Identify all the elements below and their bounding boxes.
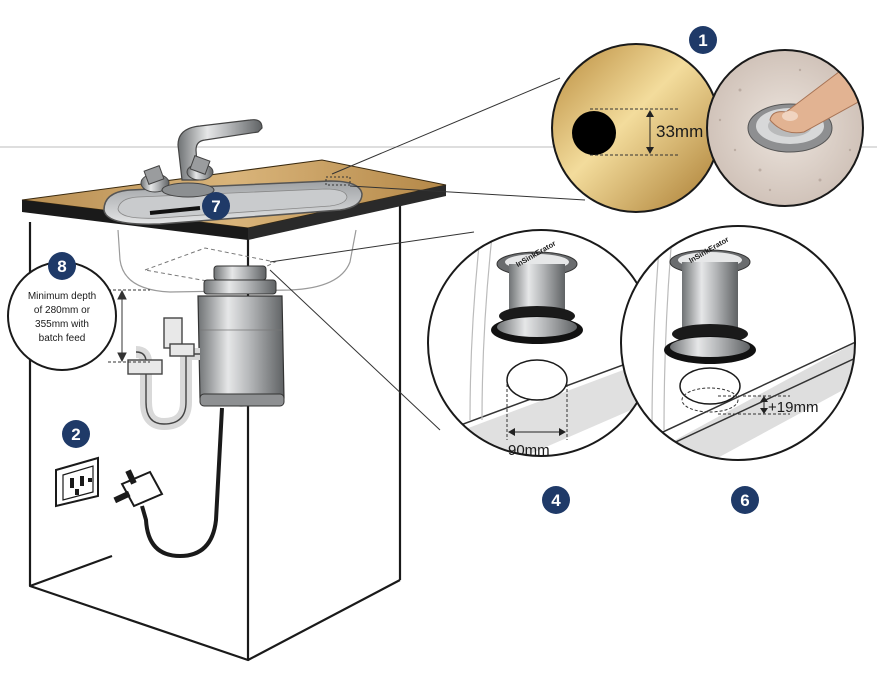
flange-extended-detail: InSinkErator +19mm <box>620 225 856 461</box>
counter-button-marker <box>325 176 351 186</box>
depth-note-line2: of 280mm or <box>34 305 91 316</box>
depth-note: Minimum depth of 280mm or 355mm with bat… <box>7 261 117 371</box>
wall-socket-icon <box>55 456 99 508</box>
svg-text:6: 6 <box>740 491 749 510</box>
badge-1: 1 <box>689 26 717 54</box>
faucet <box>140 119 263 198</box>
svg-text:2: 2 <box>71 425 80 444</box>
svg-text:7: 7 <box>211 197 220 216</box>
sink-bowl-dashed <box>143 247 277 286</box>
svg-text:1: 1 <box>698 31 707 50</box>
badge-4: 4 <box>542 486 570 514</box>
depth-bracket <box>108 289 150 363</box>
extension-dimension: +19mm <box>768 399 818 416</box>
depth-note-line4: batch feed <box>39 333 86 344</box>
disposer-unit <box>197 265 285 407</box>
hole-size-detail: 33mm <box>551 43 721 213</box>
depth-note-line3: 355mm with <box>35 319 89 330</box>
hole-dimension: 33mm <box>656 122 703 141</box>
svg-text:8: 8 <box>57 257 66 276</box>
badge-2: 2 <box>62 420 90 448</box>
depth-note-line1: Minimum depth <box>28 291 96 302</box>
badge-8: 8 <box>48 252 76 280</box>
callout-lines-top <box>331 77 586 201</box>
badge-7: 7 <box>202 192 230 220</box>
power-cord <box>113 407 224 559</box>
svg-text:4: 4 <box>551 491 561 510</box>
button-photo <box>706 49 864 207</box>
cabinet <box>28 196 402 662</box>
flange-dimension: 90mm <box>508 442 550 459</box>
callout-lines-bottom <box>269 231 475 431</box>
plug-icon <box>113 469 164 508</box>
badge-6: 6 <box>731 486 759 514</box>
trap-pipe <box>127 317 200 431</box>
